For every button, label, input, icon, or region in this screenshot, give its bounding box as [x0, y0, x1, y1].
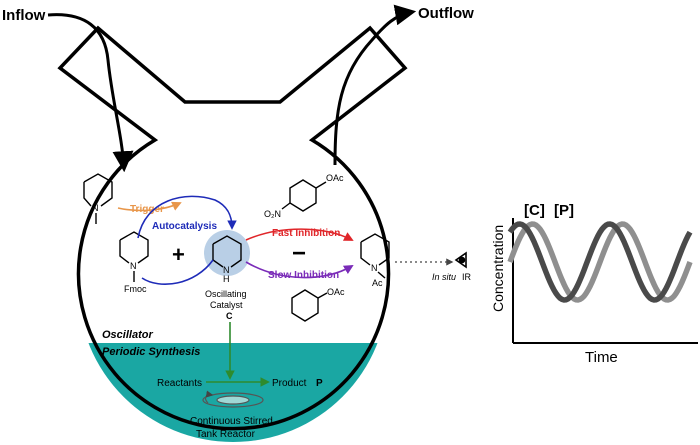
fmoc-n-label: N: [130, 261, 137, 271]
insitu-label: In situ: [432, 272, 456, 282]
cstr-label-line2: Tank Reactor: [196, 429, 256, 440]
autocatalysis-return: [141, 259, 214, 285]
trigger-molecule: [83, 173, 113, 224]
trigger-label: Trigger: [130, 204, 164, 215]
plus-sign: +: [172, 242, 185, 267]
catalyst-n-label: N: [223, 265, 230, 275]
plot-x-label: Time: [585, 349, 618, 366]
ir-label: IR: [462, 272, 472, 282]
inflow-label: Inflow: [2, 7, 46, 24]
outflow-label: Outflow: [418, 5, 474, 22]
catalyst-c-label: C: [226, 311, 233, 321]
stir-bar-icon: [202, 390, 264, 408]
acetyl-n-label: N: [371, 263, 378, 273]
catalyst-glow: [204, 230, 250, 276]
periodic-synthesis-label: Periodic Synthesis: [102, 346, 200, 358]
plot-y-label: Concentration: [490, 225, 506, 312]
minus-sign: −: [292, 240, 306, 267]
series-c-wave: [507, 221, 693, 303]
inflow-arrow: [47, 13, 134, 173]
concentration-plot: [C] [P] Concentration Time: [490, 202, 698, 366]
slow-inhibition-arrow: [245, 261, 354, 279]
ac-label: Ac: [372, 278, 383, 288]
oac-label-bottom: OAc: [327, 287, 345, 297]
acetylpiperidine-molecule: [360, 233, 390, 279]
fmoc-label: Fmoc: [124, 284, 147, 294]
trigger-n-label: N: [92, 203, 99, 213]
fast-inhibition-arrow: [245, 228, 354, 241]
oscillating-label: Oscillating: [205, 289, 247, 299]
autocatalysis-arrow: [137, 195, 237, 239]
product-label: Product: [272, 378, 307, 389]
slow-inhibition-label: Slow Inhibition: [268, 270, 339, 281]
fmoc-piperidine-molecule: [119, 231, 149, 282]
product-p-label: P: [316, 378, 323, 389]
flask-outline: [57, 25, 408, 431]
fast-inhibition-label: Fast Inhibition: [272, 228, 340, 239]
oscillator-label: Oscillator: [102, 329, 153, 341]
legend-p-label: [P]: [554, 202, 574, 219]
legend-c-label: [C]: [524, 202, 545, 219]
nitrophenyl-acetate-molecule: [281, 179, 327, 212]
catalyst-label: Catalyst: [210, 300, 243, 310]
reactants-label: Reactants: [157, 378, 202, 389]
nitro-label: O₂N: [264, 209, 281, 219]
outflow-arrow: [333, 4, 417, 166]
catalyst-h-label: H: [223, 274, 230, 284]
eye-icon: [454, 251, 467, 269]
trigger-arrow: [117, 201, 182, 212]
cstr-label-line1: Continuous Stirred: [190, 416, 273, 427]
oac-label-top: OAc: [326, 173, 344, 183]
autocatalysis-label: Autocatalysis: [152, 221, 217, 232]
phenyl-acetate-molecule: [291, 289, 328, 322]
